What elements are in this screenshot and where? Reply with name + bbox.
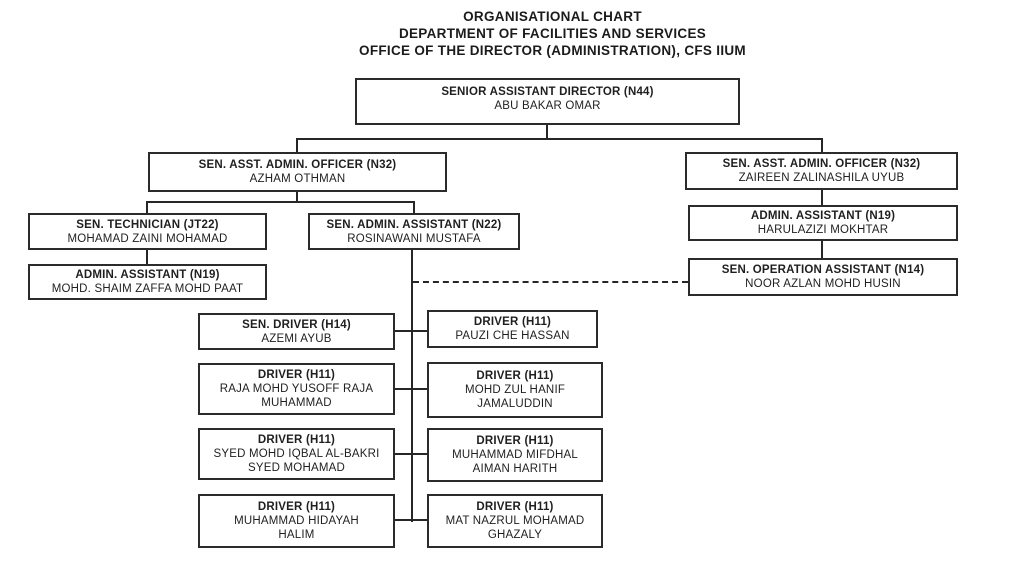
org-node-driver-syed: DRIVER (H11) SYED MOHD IQBAL AL-BAKRI SYE… [198, 428, 395, 480]
chart-title: ORGANISATIONAL CHART DEPARTMENT OF FACIL… [80, 8, 1024, 59]
org-node-senior-assistant-director: SENIOR ASSISTANT DIRECTOR (N44) ABU BAKAR… [355, 78, 740, 125]
connector-line [395, 519, 427, 521]
person-name: MOHAMAD ZAINI MOHAMAD [67, 232, 228, 245]
chart-title-line3: OFFICE OF THE DIRECTOR (ADMINISTRATION),… [359, 43, 746, 58]
position-title: SEN. ASST. ADMIN. OFFICER (N32) [722, 158, 921, 170]
connector-line [546, 125, 548, 140]
person-name: MOHD ZUL HANIF JAMALUDDIN [464, 384, 566, 410]
org-node-sen-asst-admin-officer-right: SEN. ASST. ADMIN. OFFICER (N32) ZAIREEN Z… [685, 152, 958, 190]
position-title: ADMIN. ASSISTANT (N19) [75, 269, 220, 281]
org-node-driver-hidayah: DRIVER (H11) MUHAMMAD HIDAYAH HALIM [198, 494, 395, 548]
org-node-admin-assistant-right: ADMIN. ASSISTANT (N19) HARULAZIZI MOKHTAR [688, 205, 958, 241]
connector-line [146, 250, 148, 264]
connector-line [296, 138, 823, 140]
connector-line [146, 201, 148, 213]
org-node-driver-zul-hanif: DRIVER (H11) MOHD ZUL HANIF JAMALUDDIN [427, 362, 603, 418]
connector-line [395, 453, 427, 455]
position-title: SEN. OPERATION ASSISTANT (N14) [721, 264, 925, 276]
person-name: AZEMI AYUB [261, 332, 332, 345]
person-name: RAJA MOHD YUSOFF RAJA MUHAMMAD [219, 383, 374, 409]
position-title: SEN. ADMIN. ASSISTANT (N22) [326, 218, 502, 231]
connector-line [821, 241, 823, 258]
position-title: ADMIN. ASSISTANT (N19) [750, 210, 896, 222]
person-name: MOHD. SHAIM ZAFFA MOHD PAAT [51, 283, 244, 295]
connector-line [821, 138, 823, 152]
position-title: SEN. TECHNICIAN (JT22) [76, 218, 219, 231]
person-name: SYED MOHD IQBAL AL-BAKRI SYED MOHAMAD [213, 448, 380, 474]
connector-line [395, 330, 427, 332]
connector-line [296, 138, 298, 152]
org-node-sen-driver: SEN. DRIVER (H14)AZEMI AYUB [198, 313, 395, 350]
org-node-driver-raja: DRIVER (H11) RAJA MOHD YUSOFF RAJA MUHAMM… [198, 363, 395, 415]
connector-line [146, 201, 415, 203]
person-name: ROSINAWANI MUSTAFA [347, 232, 481, 245]
org-node-sen-asst-admin-officer-left: SEN. ASST. ADMIN. OFFICER (N32) AZHAM OTH… [148, 152, 447, 192]
org-node-driver-pauzi: DRIVER (H11) PAUZI CHE HASSAN [427, 310, 598, 348]
org-node-sen-admin-assistant: SEN. ADMIN. ASSISTANT (N22)ROSINAWANI MU… [308, 213, 520, 250]
org-node-driver-nazrul: DRIVER (H11) MAT NAZRUL MOHAMAD GHAZALY [427, 494, 603, 548]
position-title: DRIVER (H11) [257, 501, 336, 513]
position-title: DRIVER (H11) [476, 501, 554, 513]
connector-line [296, 192, 298, 203]
position-title: DRIVER (H11) [476, 435, 554, 447]
chart-title-line1: ORGANISATIONAL CHART [463, 9, 642, 24]
person-name: MUHAMMAD HIDAYAH HALIM [234, 515, 359, 541]
person-name: PAUZI CHE HASSAN [455, 330, 570, 342]
position-title: DRIVER (H11) [257, 434, 336, 446]
position-title: SEN. DRIVER (H14) [242, 318, 351, 331]
connector-line-dashed [413, 281, 688, 283]
connector-line [821, 190, 823, 205]
person-name: MAT NAZRUL MOHAMAD GHAZALY [445, 515, 585, 541]
position-title: DRIVER (H11) [473, 316, 552, 328]
person-name: AZHAM OTHMAN [249, 173, 346, 185]
org-node-admin-assistant-left: ADMIN. ASSISTANT (N19) MOHD. SHAIM ZAFFA … [28, 264, 267, 300]
position-title: DRIVER (H11) [476, 370, 554, 382]
org-node-sen-technician: SEN. TECHNICIAN (JT22)MOHAMAD ZAINI MOHA… [28, 213, 267, 250]
person-name: MUHAMMAD MIFDHAL AIMAN HARITH [452, 449, 578, 475]
connector-line [395, 388, 427, 390]
connector-line [411, 250, 413, 522]
chart-title-line2: DEPARTMENT OF FACILITIES AND SERVICES [398, 26, 707, 41]
position-title: SENIOR ASSISTANT DIRECTOR (N44) [441, 86, 654, 98]
position-title: DRIVER (H11) [257, 369, 336, 381]
person-name: ABU BAKAR OMAR [494, 100, 601, 112]
person-name: NOOR AZLAN MOHD HUSIN [745, 278, 901, 290]
connector-line [413, 201, 415, 213]
person-name: ZAIREEN ZALINASHILA UYUB [738, 172, 905, 184]
org-node-driver-mifdhal: DRIVER (H11) MUHAMMAD MIFDHAL AIMAN HARIT… [427, 428, 603, 482]
position-title: SEN. ASST. ADMIN. OFFICER (N32) [198, 159, 397, 171]
person-name: HARULAZIZI MOKHTAR [757, 224, 889, 236]
org-node-sen-operation-assistant: SEN. OPERATION ASSISTANT (N14) NOOR AZLAN… [688, 258, 958, 296]
